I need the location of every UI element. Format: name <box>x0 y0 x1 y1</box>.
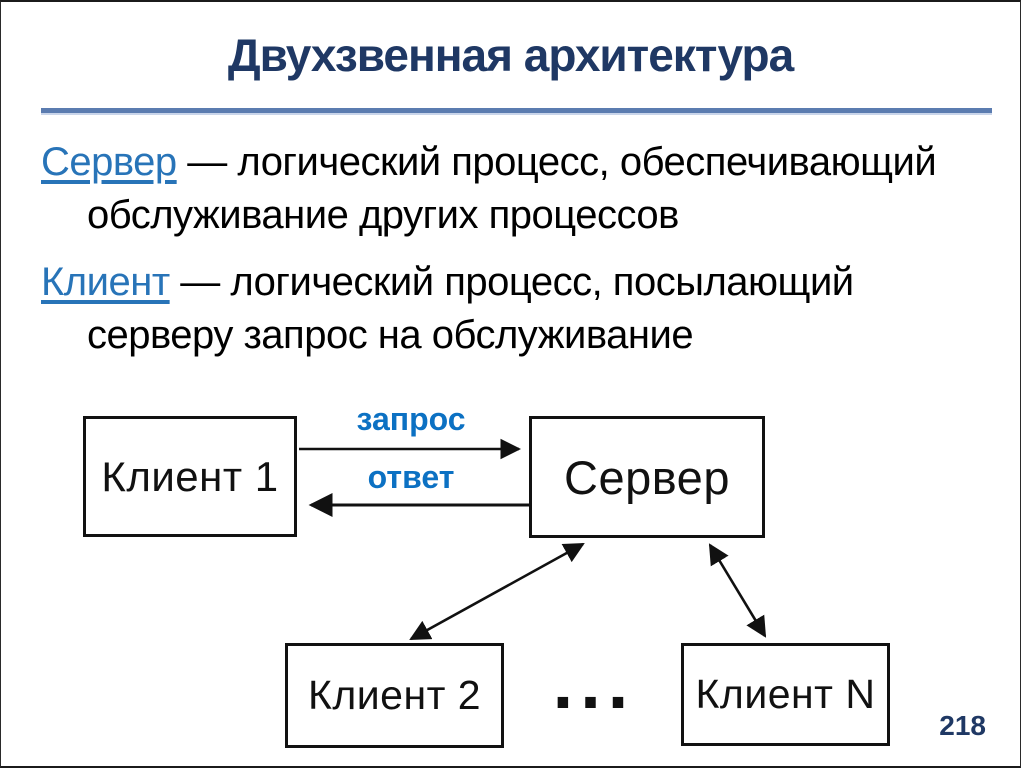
page-number: 218 <box>939 710 986 741</box>
title-divider-rule <box>41 108 992 113</box>
more-clients-ellipsis: ... <box>552 641 636 724</box>
clientN-box-label: Клиент N <box>695 671 876 717</box>
client1-box: Клиент 1 <box>83 416 297 537</box>
server-clientN-arrow <box>708 543 767 638</box>
definition-server-line1: — логический процесс, обеспечивающий <box>176 140 937 184</box>
response-arrow-label: ответ <box>367 459 455 495</box>
definition-client-line2: серверу запрос на обслуживание <box>87 313 694 357</box>
server-term-link[interactable]: Сервер <box>41 140 177 184</box>
request-arrow-label: запрос <box>356 401 466 437</box>
definition-client: Клиент — логический процесс, посылающий с… <box>41 256 1004 362</box>
client-term-link[interactable]: Клиент <box>41 260 170 304</box>
server-client2-arrow <box>409 542 585 641</box>
definition-server-line2: обслуживание других процессов <box>87 193 679 237</box>
client1-box-label: Клиент 1 <box>101 452 279 500</box>
server-box: Сервер <box>529 416 765 538</box>
client2-box: Клиент 2 <box>285 643 504 748</box>
definition-server: Сервер — логический процесс, обеспечиваю… <box>41 136 1004 242</box>
definitions-block: Сервер — логический процесс, обеспечиваю… <box>41 136 1004 376</box>
definition-client-line1: — логический процесс, посылающий <box>169 260 854 304</box>
server-box-label: Сервер <box>564 450 730 504</box>
clientN-box: Клиент N <box>681 643 890 746</box>
client2-box-label: Клиент 2 <box>307 672 482 718</box>
slide-title: Двухзвенная архитектура <box>227 29 794 81</box>
